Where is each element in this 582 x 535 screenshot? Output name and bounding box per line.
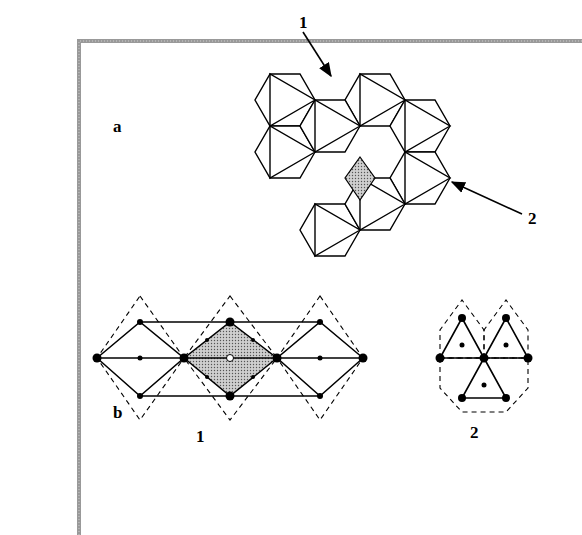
panel-letter: b <box>113 404 122 421</box>
shaded-site <box>345 157 375 200</box>
figure-number: 1 <box>196 428 205 445</box>
leader-arrow <box>452 182 522 214</box>
octahedra-cluster <box>255 74 450 256</box>
leader-arrow <box>303 32 331 76</box>
layer-projection-1 <box>93 296 368 420</box>
panel-letter: a <box>113 118 122 135</box>
callout-number: 2 <box>528 210 537 227</box>
figure-number: 2 <box>470 424 479 441</box>
frame <box>79 41 582 535</box>
layer-projection-2 <box>436 300 533 412</box>
frame <box>79 41 582 535</box>
callout-number: 1 <box>299 14 308 31</box>
